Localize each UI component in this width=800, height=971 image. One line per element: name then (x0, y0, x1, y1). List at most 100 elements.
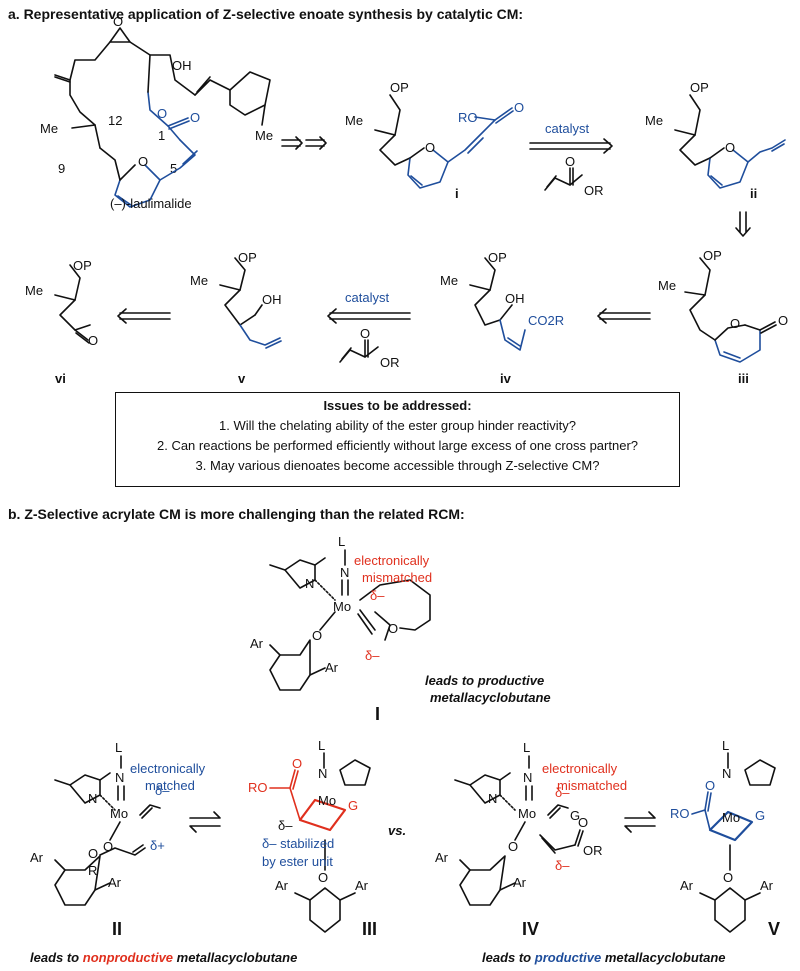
svg-text:OR: OR (380, 355, 400, 370)
svg-text:O: O (88, 846, 98, 861)
svg-text:RO: RO (248, 780, 268, 795)
svg-text:OH: OH (172, 58, 192, 73)
svg-text:Mo: Mo (722, 810, 740, 825)
epoxide-o: O (113, 14, 123, 29)
svg-text:Ar: Ar (30, 850, 44, 865)
caption-I-line2: metallacyclobutane (430, 690, 551, 705)
svg-text:N: N (305, 576, 314, 591)
svg-text:OR: OR (584, 183, 604, 198)
svg-text:O: O (705, 778, 715, 793)
svg-text:vs.: vs. (388, 823, 406, 838)
structure-II: N L N Mo δ– δ+ electronically matched O … (30, 740, 206, 939)
svg-text:Mo: Mo (518, 806, 536, 821)
svg-text:δ– stabilized: δ– stabilized (262, 836, 334, 851)
compound-i: OP Me O RO O i (345, 80, 524, 201)
svg-text:O: O (318, 870, 328, 885)
structure-IV: N L N Mo G δ– electronically mismatched … (435, 740, 627, 939)
svg-text:vi: vi (55, 371, 66, 386)
svg-text:OP: OP (390, 80, 409, 95)
svg-text:Ar: Ar (680, 878, 694, 893)
issue-item-2: 2. Can reactions be performed efficientl… (156, 438, 638, 453)
svg-text:Me: Me (658, 278, 676, 293)
svg-text:Ar: Ar (108, 875, 122, 890)
svg-text:electronically: electronically (130, 761, 206, 776)
compound-iii: OP Me O O iii (658, 248, 788, 386)
svg-text:O: O (723, 870, 733, 885)
svg-text:electronically: electronically (354, 553, 430, 568)
svg-text:O: O (778, 313, 788, 328)
svg-text:O: O (360, 326, 370, 341)
svg-text:i: i (455, 186, 459, 201)
svg-text:N: N (88, 791, 97, 806)
svg-text:Me: Me (190, 273, 208, 288)
svg-text:5: 5 (170, 161, 177, 176)
issues-box: Issues to be addressed: 1. Will the chel… (115, 392, 680, 487)
svg-text:v: v (238, 371, 246, 386)
svg-text:O: O (157, 106, 167, 121)
laulimalide-label: (–)-laulimalide (110, 196, 192, 211)
svg-text:1: 1 (158, 128, 165, 143)
issues-title: Issues to be addressed: (323, 398, 472, 413)
svg-text:OH: OH (262, 292, 282, 307)
svg-text:Me: Me (345, 113, 363, 128)
svg-text:ii: ii (750, 186, 757, 201)
structure-V: RO O G L N Mo O Ar Ar V (670, 738, 780, 939)
svg-text:Ar: Ar (760, 878, 774, 893)
svg-text:O: O (425, 140, 435, 155)
laulimalide-structure: O Me 12 9 O 5 O O 1 OH Me (–)-laulimalid… (40, 14, 273, 211)
svg-text:Ar: Ar (325, 660, 339, 675)
svg-text:mismatched: mismatched (557, 778, 627, 793)
svg-text:catalyst: catalyst (545, 121, 589, 136)
svg-text:L: L (722, 738, 729, 753)
svg-text:Me: Me (40, 121, 58, 136)
svg-text:OP: OP (238, 250, 257, 265)
svg-text:L: L (318, 738, 325, 753)
svg-text:δ–: δ– (278, 818, 293, 833)
svg-text:O: O (312, 628, 322, 643)
svg-text:G: G (570, 808, 580, 823)
svg-text:OR: OR (583, 843, 603, 858)
svg-text:G: G (348, 798, 358, 813)
svg-text:matched: matched (145, 778, 195, 793)
svg-text:12: 12 (108, 113, 122, 128)
caption-I-line1: leads to productive (425, 673, 544, 688)
svg-text:O: O (103, 839, 113, 854)
svg-text:O: O (88, 333, 98, 348)
svg-text:O: O (514, 100, 524, 115)
svg-text:Ar: Ar (355, 878, 369, 893)
svg-text:L: L (115, 740, 122, 755)
svg-text:by ester unit: by ester unit (262, 854, 333, 869)
svg-text:R: R (88, 863, 97, 878)
svg-text:Ar: Ar (250, 636, 264, 651)
svg-text:Me: Me (645, 113, 663, 128)
svg-text:RO: RO (458, 110, 478, 125)
svg-text:δ–: δ– (365, 648, 380, 663)
compound-vi: OP Me O vi (25, 258, 98, 386)
svg-text:O: O (565, 154, 575, 169)
svg-text:OP: OP (73, 258, 92, 273)
svg-text:iv: iv (500, 371, 512, 386)
svg-text:CO2R: CO2R (528, 313, 564, 328)
svg-text:Mo: Mo (110, 806, 128, 821)
svg-text:III: III (362, 919, 377, 939)
svg-text:Mo: Mo (318, 793, 336, 808)
caption-productive: leads to productive metallacyclobutane (482, 950, 726, 965)
issue-item-3: 3. May various dienoates become accessib… (195, 458, 600, 473)
svg-text:O: O (138, 154, 148, 169)
svg-text:catalyst: catalyst (345, 290, 389, 305)
compound-iv: OP Me OH CO2R iv (440, 250, 564, 386)
svg-text:OP: OP (690, 80, 709, 95)
compound-ii: OP Me O ii (645, 80, 786, 201)
svg-text:L: L (338, 534, 345, 549)
svg-text:electronically: electronically (542, 761, 618, 776)
compound-v: OP Me OH v (190, 250, 282, 386)
structure-I: N L N Mo O O Ar Ar electronically mismat… (250, 534, 551, 724)
svg-text:δ–: δ– (555, 858, 570, 873)
svg-text:N: N (523, 770, 532, 785)
svg-text:OP: OP (703, 248, 722, 263)
svg-text:RO: RO (670, 806, 690, 821)
svg-text:Ar: Ar (275, 878, 289, 893)
svg-text:δ+: δ+ (150, 838, 165, 853)
svg-text:δ–: δ– (155, 783, 170, 798)
svg-text:mismatched: mismatched (362, 570, 432, 585)
